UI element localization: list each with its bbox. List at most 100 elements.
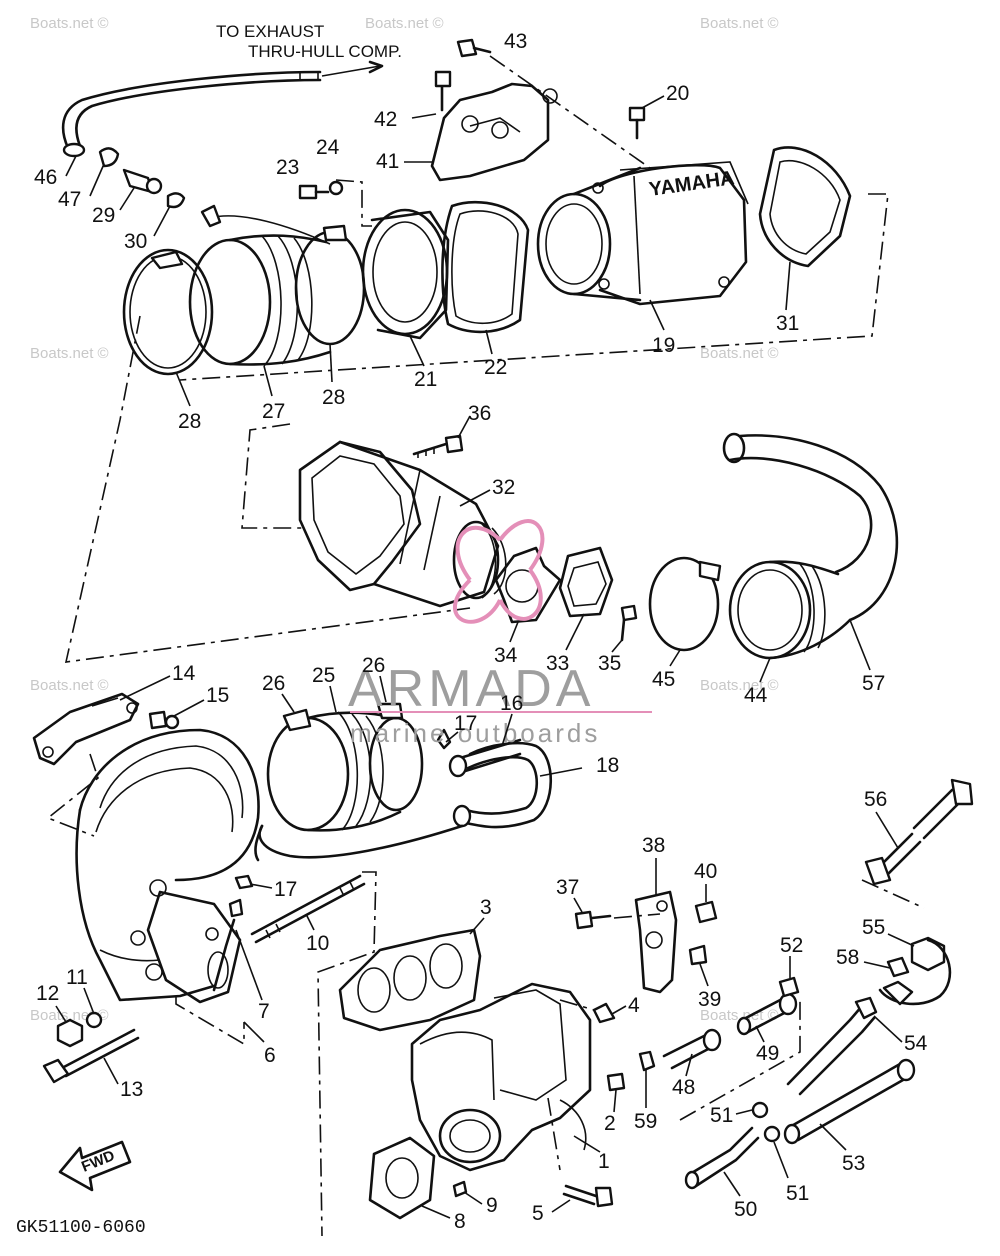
part-label-56: 56 — [864, 788, 887, 811]
part-label-14: 14 — [172, 662, 196, 685]
clamp-45 — [648, 556, 722, 652]
part-label-6: 6 — [264, 1044, 276, 1067]
gasket-8 — [368, 1136, 436, 1220]
part-label-41: 41 — [376, 150, 399, 173]
assembly-line-mid — [241, 423, 304, 529]
part-label-51: 51 — [710, 1104, 733, 1127]
bolt-36 — [412, 434, 464, 458]
watermark-tagline: marine outboards — [350, 718, 600, 748]
assembly-line-5 — [547, 1097, 561, 1171]
watermark-site: Boats.net © — [30, 677, 109, 694]
part-label-11: 11 — [66, 966, 88, 989]
part-label-25: 25 — [312, 664, 335, 687]
watermark-site: Boats.net © — [365, 15, 444, 32]
header-note-line1: TO EXHAUST — [216, 22, 324, 41]
part-label-43: 43 — [504, 30, 527, 53]
part-label-26: 26 — [262, 672, 285, 695]
clip-7 — [212, 898, 244, 992]
header-note-line2: THRU-HULL COMP. — [248, 42, 402, 61]
part-label-29: 29 — [92, 204, 115, 227]
part-label-1: 1 — [598, 1150, 610, 1173]
part-label-58: 58 — [836, 946, 859, 969]
upper-hose-assembly — [122, 204, 366, 376]
part-label-42: 42 — [374, 108, 397, 131]
part-label-7: 7 — [258, 1000, 270, 1023]
plate-33 — [558, 546, 614, 618]
part-label-15: 15 — [206, 684, 229, 707]
screw-35 — [620, 604, 638, 642]
part-label-31: 31 — [776, 312, 799, 335]
part-label-53: 53 — [842, 1152, 865, 1175]
bracket-38 — [574, 890, 718, 994]
bracket-41 — [430, 38, 646, 182]
part-label-47: 47 — [58, 188, 81, 211]
part-label-20: 20 — [666, 82, 689, 105]
part-label-33: 33 — [546, 652, 569, 675]
nozzle-50-nuts-51-52 — [679, 976, 801, 1190]
part-label-28: 28 — [178, 410, 201, 433]
part-label-54: 54 — [904, 1032, 928, 1055]
hose-25 — [266, 702, 424, 832]
part-label-10: 10 — [306, 932, 329, 955]
part-label-36: 36 — [468, 402, 491, 425]
bolt-15 — [148, 710, 180, 730]
part-label-46: 46 — [34, 166, 57, 189]
bolt-23-washer-24 — [298, 180, 344, 200]
part-label-26: 26 — [362, 654, 385, 677]
hose-44-57 — [722, 432, 899, 660]
fwd-label: FWD — [79, 1147, 117, 1176]
exhaust-hose-46 — [61, 60, 384, 158]
part-label-22: 22 — [484, 356, 507, 379]
part-label-4: 4 — [628, 994, 640, 1017]
part-label-2: 2 — [604, 1112, 616, 1135]
nut-12-washer-11 — [56, 1011, 103, 1048]
part-label-12: 12 — [36, 982, 59, 1005]
bolt-13 — [42, 1028, 140, 1084]
part-label-52: 52 — [780, 934, 803, 957]
part-labels: 43 20 42 41 23 24 46 47 29 30 21 22 19 3… — [34, 30, 928, 1233]
part-label-5: 5 — [532, 1202, 544, 1225]
hose-16-18 — [234, 728, 583, 890]
watermark-brand: ARMADA — [348, 660, 594, 718]
fwd-arrow-icon: FWD — [58, 1140, 132, 1192]
watermark-site: Boats.net © — [700, 15, 779, 32]
bracket-14 — [32, 692, 140, 766]
gasket-3 — [338, 928, 482, 1032]
part-label-51: 51 — [786, 1182, 809, 1205]
assembly-lines-lower-left — [46, 753, 377, 1237]
gasket-31 — [758, 146, 852, 268]
yamaha-lettering: YAMAHA — [648, 167, 736, 201]
part-label-57: 57 — [862, 672, 885, 695]
elbow-32 — [298, 440, 507, 608]
drawing-code: GK51100-6060 — [16, 1218, 146, 1238]
part-label-13: 13 — [120, 1078, 143, 1101]
part-label-27: 27 — [262, 400, 285, 423]
fittings-48-49 — [662, 992, 798, 1070]
watermark-site: Boats.net © — [30, 15, 109, 32]
part-label-45: 45 — [652, 668, 675, 691]
part-label-16: 16 — [500, 692, 523, 715]
part-label-50: 50 — [734, 1198, 757, 1221]
part-label-8: 8 — [454, 1210, 466, 1233]
watermarks: Boats.net © Boats.net © Boats.net © Boat… — [30, 15, 779, 1024]
watermark-site: Boats.net © — [700, 345, 779, 362]
part-label-59: 59 — [634, 1110, 657, 1133]
hose-53-fitting-54 — [783, 996, 916, 1145]
part-label-34: 34 — [494, 644, 518, 667]
part-label-24: 24 — [316, 136, 340, 159]
part-label-28: 28 — [322, 386, 345, 409]
muffler-19: YAMAHA — [536, 161, 749, 306]
part-label-9: 9 — [486, 1194, 498, 1217]
assembly-line-4 — [559, 999, 595, 1011]
armada-watermark: ARMADA marine outboards — [348, 519, 652, 748]
part-label-17: 17 — [274, 878, 297, 901]
part-label-18: 18 — [596, 754, 619, 777]
part-label-39: 39 — [698, 988, 721, 1011]
part-label-48: 48 — [672, 1076, 695, 1099]
part-label-38: 38 — [642, 834, 665, 857]
manifold-1 — [410, 982, 592, 1172]
part-label-17: 17 — [454, 712, 477, 735]
part-label-37: 37 — [556, 876, 579, 899]
part-label-3: 3 — [480, 896, 492, 919]
